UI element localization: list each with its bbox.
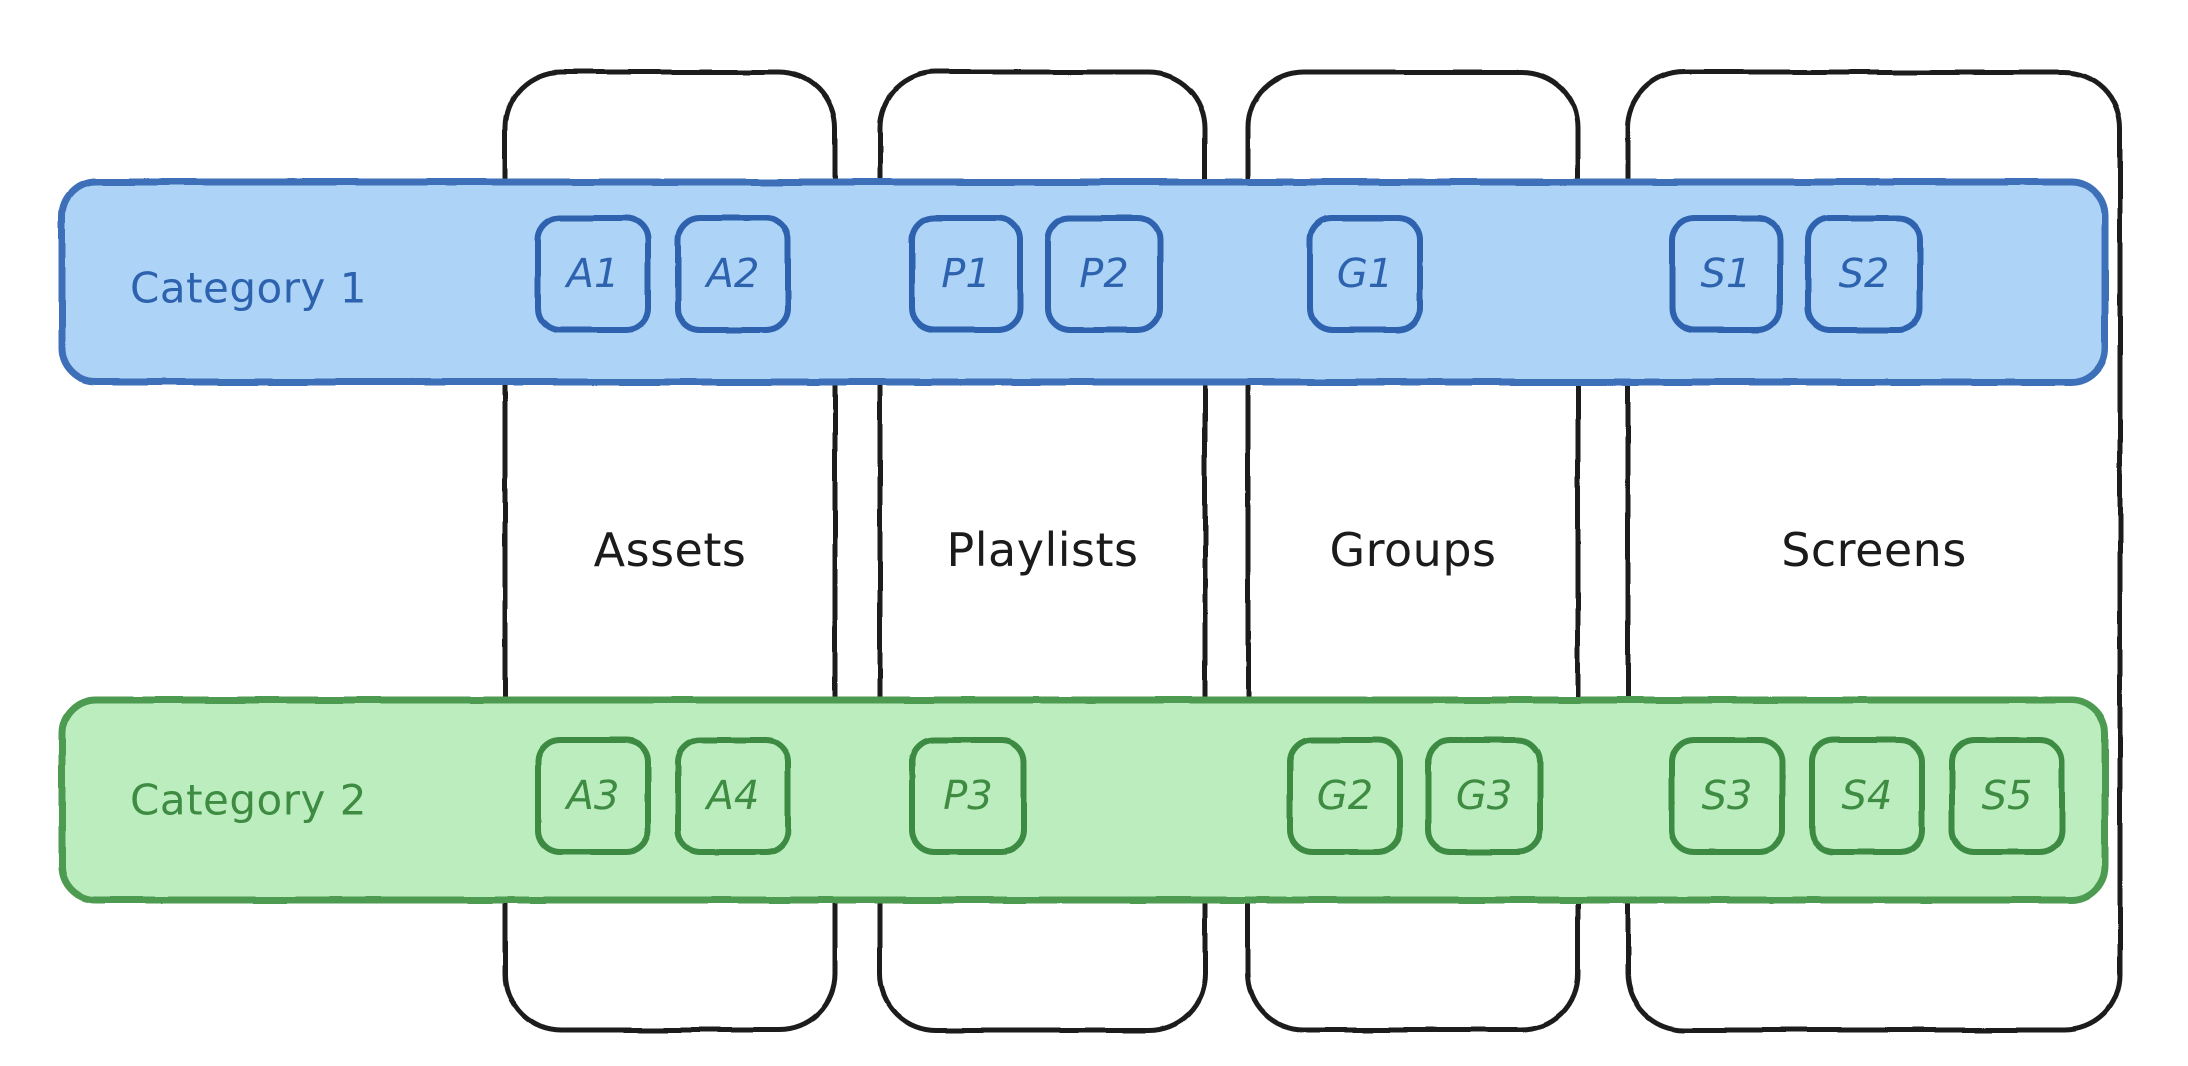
chip-a4[interactable]: A4 [706, 772, 760, 820]
chip-p1[interactable]: P1 [941, 250, 991, 298]
column-label-screens: Screens [1781, 523, 1967, 577]
band-label-category-2: Category 2 [130, 775, 367, 825]
band-region-category-2[interactable] [62, 700, 2105, 900]
band-label-category-1: Category 1 [130, 263, 367, 313]
chip-g1[interactable]: G1 [1336, 250, 1394, 298]
column-label-groups: Groups [1329, 523, 1497, 577]
chip-s3[interactable]: S3 [1701, 772, 1753, 820]
chip-g2[interactable]: G2 [1316, 772, 1374, 820]
chip-s4[interactable]: S4 [1841, 772, 1893, 820]
column-label-assets: Assets [593, 523, 747, 577]
chip-s1[interactable]: S1 [1700, 250, 1752, 298]
chip-a2[interactable]: A2 [706, 250, 760, 298]
chip-p3[interactable]: P3 [943, 772, 993, 820]
chip-a3[interactable]: A3 [566, 772, 620, 820]
chip-g3[interactable]: G3 [1455, 772, 1513, 820]
column-label-playlists: Playlists [946, 523, 1139, 577]
chip-s5[interactable]: S5 [1981, 772, 2033, 820]
chip-s2[interactable]: S2 [1838, 250, 1890, 298]
chip-p2[interactable]: P2 [1079, 250, 1129, 298]
chip-a1[interactable]: A1 [566, 250, 620, 298]
